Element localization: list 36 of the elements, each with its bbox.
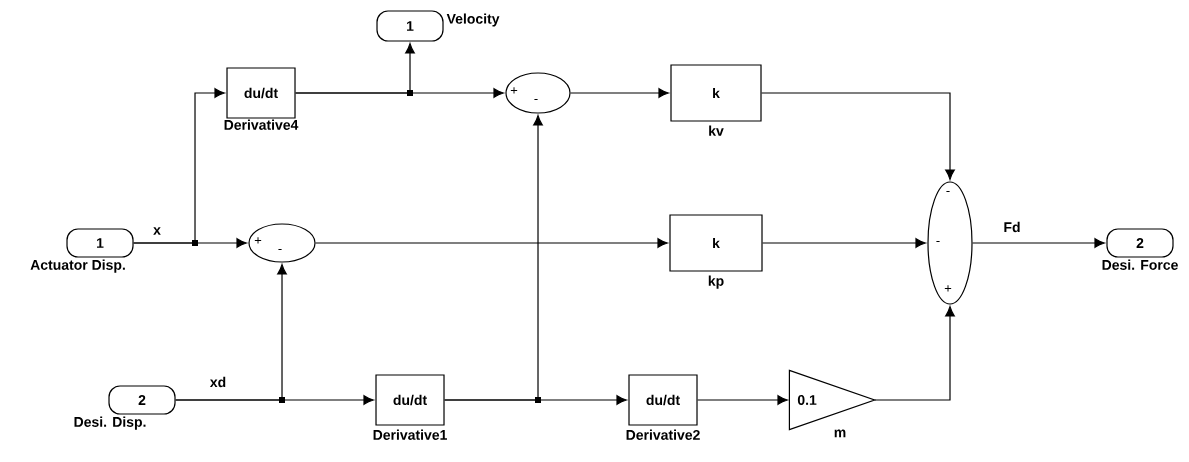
port-block: 2 <box>1106 228 1174 258</box>
block-box: k <box>670 64 762 122</box>
port-block: 1 <box>66 228 134 258</box>
block-caption: kp <box>708 275 724 289</box>
sum-block: + - <box>505 72 571 114</box>
block-caption: Desi. Disp. <box>74 416 146 430</box>
block-caption: m <box>834 429 846 438</box>
block-box: k <box>669 214 763 272</box>
arrow <box>570 88 669 98</box>
arrow <box>761 92 955 180</box>
edge-label: xd <box>208 375 228 389</box>
port-block: 2 <box>108 385 176 415</box>
edge-label: Fd <box>1002 220 1022 234</box>
port-block: 1 <box>376 10 444 42</box>
arrow <box>315 238 668 248</box>
block-caption: Actuator Disp. <box>30 259 125 273</box>
edge-label: x <box>152 226 162 236</box>
arrow <box>972 238 1105 248</box>
arrow <box>295 43 415 94</box>
block-caption: Derivative1 <box>373 429 447 440</box>
arrow <box>874 306 955 401</box>
sum-block: - - + <box>927 181 973 305</box>
block-box: du/dt <box>226 67 296 119</box>
arrow <box>175 264 287 401</box>
arrow <box>444 115 543 401</box>
block-caption: Derivative2 <box>626 429 700 440</box>
arrow <box>697 395 788 405</box>
block-caption: Desi. Force <box>1102 259 1178 270</box>
block-box: du/dt <box>628 374 698 426</box>
sum-block: + - <box>248 223 316 263</box>
arrow <box>133 88 225 244</box>
block-caption: Derivative4 <box>224 119 299 130</box>
arrow <box>762 238 926 248</box>
block-caption: kv <box>709 125 724 136</box>
block-caption: Velocity <box>446 13 500 27</box>
block-box: du/dt <box>375 374 445 426</box>
